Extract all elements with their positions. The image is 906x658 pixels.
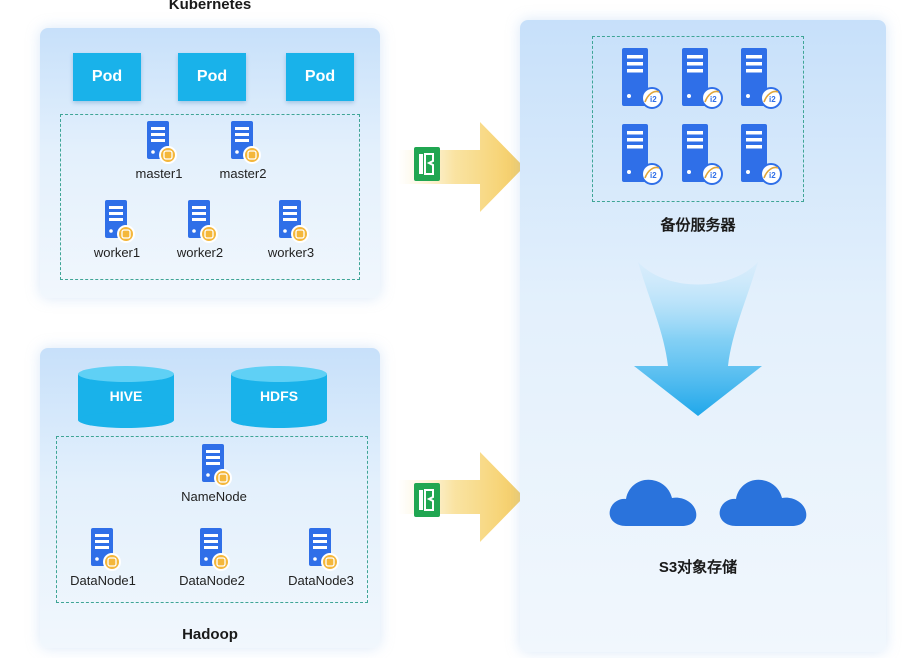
server-badge-label: i2 (769, 171, 776, 180)
server-icon (105, 200, 135, 243)
hive-label: HIVE (109, 388, 143, 404)
datanode1-label: DataNode1 (70, 573, 136, 588)
server-icon (309, 528, 339, 571)
server-icon (682, 48, 723, 109)
datanode3-label: DataNode3 (288, 573, 354, 588)
pod-2: Pod (178, 53, 246, 101)
namenode-label: NameNode (181, 489, 247, 504)
worker1-label: worker1 (93, 245, 141, 260)
database-icon (231, 366, 327, 428)
server-icon (622, 48, 663, 109)
server-icon (741, 124, 782, 185)
hdfs-label: HDFS (259, 388, 299, 404)
server-icon (622, 124, 663, 185)
database-badge-icon (291, 225, 309, 243)
database-badge-icon (212, 553, 230, 571)
database-badge-icon (243, 146, 261, 164)
kubernetes-cluster-box (60, 114, 360, 280)
backup-servers-label: 备份服务器 (660, 217, 736, 234)
pod-1: Pod (73, 53, 141, 101)
down-arrow-icon (634, 262, 762, 416)
cloud-icon (609, 479, 697, 526)
master1-label: master1 (135, 166, 183, 181)
backup-servers-box (592, 36, 804, 202)
master1-node: master1 (104, 119, 214, 181)
transfer-icon (414, 147, 440, 181)
hdfs-database: HDFS (231, 366, 327, 428)
datanode2-label: DataNode2 (179, 573, 245, 588)
database-badge-icon (214, 469, 232, 487)
worker3-node: worker3 (236, 198, 346, 260)
database-badge-icon (159, 146, 177, 164)
master2-node: master2 (188, 119, 298, 181)
server-icon (188, 200, 218, 243)
transfer-arrow-bottom (398, 452, 524, 542)
server-badge-label: i2 (650, 171, 657, 180)
server-icon (682, 124, 723, 185)
datanode1-node: DataNode1 (48, 526, 158, 588)
datanode2-node: DataNode2 (157, 526, 267, 588)
worker1-node: worker1 (62, 198, 172, 260)
server-icon (91, 528, 121, 571)
cloud-icon (719, 479, 807, 526)
database-badge-icon (117, 225, 135, 243)
hadoop-title: Hadoop (182, 626, 238, 643)
master2-label: master2 (219, 166, 267, 181)
worker2-label: worker2 (176, 245, 224, 260)
server-icon (279, 200, 309, 243)
server-icon (231, 121, 261, 164)
pod-3: Pod (286, 53, 354, 101)
database-icon (78, 366, 174, 428)
worker3-label: worker3 (267, 245, 315, 260)
worker2-node: worker2 (145, 198, 255, 260)
s3-storage-label: S3对象存储 (658, 559, 738, 576)
datanode3-node: DataNode3 (266, 526, 376, 588)
database-badge-icon (103, 553, 121, 571)
server-icon (741, 48, 782, 109)
database-badge-icon (321, 553, 339, 571)
hadoop-cluster-box (56, 436, 368, 603)
hive-database: HIVE (78, 366, 174, 428)
server-badge-label: i2 (710, 95, 717, 104)
server-badge-label: i2 (769, 95, 776, 104)
server-icon (202, 444, 232, 487)
server-badge-label: i2 (650, 95, 657, 104)
transfer-icon (414, 483, 440, 517)
database-badge-icon (200, 225, 218, 243)
server-icon (200, 528, 230, 571)
transfer-arrow-top (398, 122, 524, 212)
server-badge-label: i2 (710, 171, 717, 180)
kubernetes-title: Kubernetes (168, 0, 252, 13)
server-icon (147, 121, 177, 164)
namenode-node: NameNode (159, 442, 269, 504)
